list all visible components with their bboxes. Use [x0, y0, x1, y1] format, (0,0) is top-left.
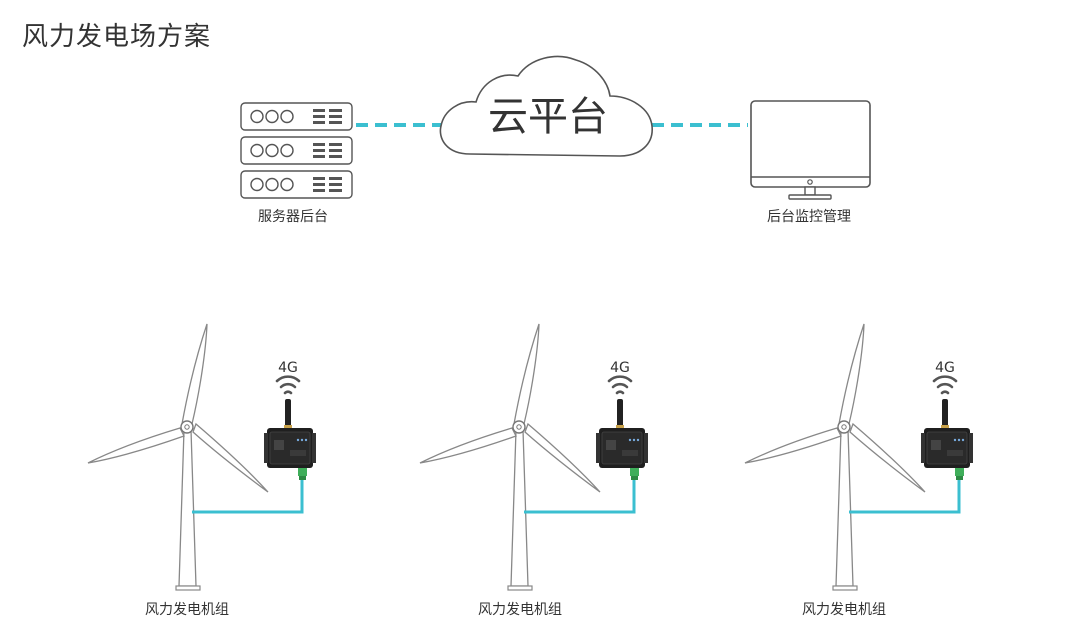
page-title: 风力发电场方案	[22, 22, 212, 52]
turbine-device-link	[192, 480, 304, 514]
monitor-icon	[750, 100, 871, 200]
dtu-router-icon	[262, 375, 318, 482]
wind-turbine-icon	[87, 323, 269, 591]
cloud-label: 云平台	[488, 94, 608, 140]
signal-label: 4G	[278, 360, 298, 376]
cloud-icon: 云平台	[439, 55, 653, 157]
server-rack-icon	[240, 102, 353, 199]
turbine-group-1: 4G	[87, 323, 318, 591]
turbine-group-3: 4G	[744, 323, 975, 591]
turbine-device-link	[849, 480, 961, 514]
dtu-router-icon	[919, 375, 975, 482]
signal-label: 4G	[610, 360, 630, 376]
dtu-router-icon	[594, 375, 650, 482]
turbine-group-2: 4G	[419, 323, 650, 591]
server-label: 服务器后台	[258, 209, 328, 225]
signal-label: 4G	[935, 360, 955, 376]
turbine-label-3: 风力发电机组	[802, 602, 886, 618]
turbine-device-link	[524, 480, 636, 514]
wind-turbine-icon	[744, 323, 926, 591]
wind-turbine-icon	[419, 323, 601, 591]
turbine-label-1: 风力发电机组	[145, 602, 229, 618]
turbine-label-2: 风力发电机组	[478, 602, 562, 618]
monitor-label: 后台监控管理	[767, 209, 851, 225]
